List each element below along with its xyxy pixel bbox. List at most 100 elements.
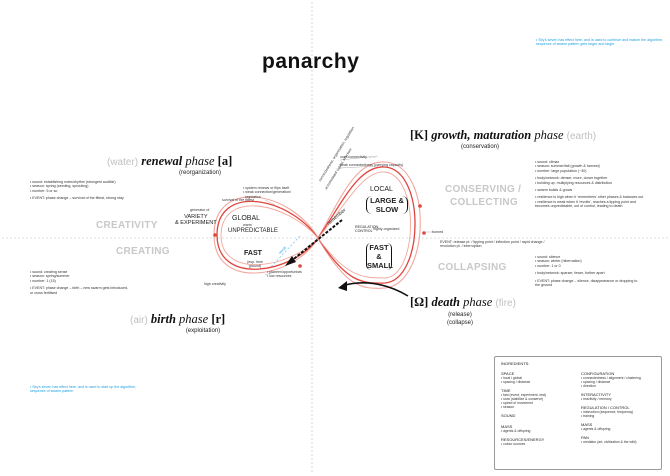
legend-heading: MASS (581, 422, 593, 427)
birth-word: phase (179, 312, 209, 326)
legend-heading: INTERACTIVITY (581, 392, 612, 397)
page-title: panarchy (262, 50, 360, 73)
loop-fast-note: (esp. time ground) (247, 260, 263, 269)
death-note: • body/network: sparser, fewer, further … (535, 271, 605, 276)
legend-item: • spacing / distance (581, 380, 611, 384)
growth-note: • season: summer/fall (growth & harvest) (535, 164, 600, 169)
death-notes: • sound: silence • season: winter (hiber… (535, 255, 663, 287)
legend-heading: CONFIGURATION (581, 371, 615, 376)
renewal-bracket: [a] (217, 154, 233, 168)
legend-item: • colour sources (501, 442, 526, 446)
growth-bracket: [K] (410, 128, 429, 142)
legend-item: • reactivity / memory (581, 397, 612, 401)
renewal-word: phase (185, 154, 215, 168)
death-word: phase (463, 295, 493, 309)
loop-warm: warm (243, 223, 252, 227)
label-creating: CREATING (116, 246, 170, 257)
growth-note: • building up, multiplying resources & d… (535, 180, 613, 185)
birth-note: • EVENT: phase change – birth – new swar… (30, 286, 129, 291)
legend-item: • spacing / distance (501, 380, 531, 384)
loop-fast-small: FAST & SMALL (366, 243, 393, 270)
renewal-note: • sound: establishing notes/rhythm (stro… (30, 180, 116, 184)
legend-item: • connectedness / alignment / clustering (581, 376, 641, 380)
leader-pioneer (264, 271, 276, 276)
birth-note: • season: spring/summer (30, 274, 70, 279)
birth-element: (air) (130, 315, 148, 326)
birth-note: or cross fertilised (30, 290, 58, 295)
growth-phase-heading: [K] growth, maturation phase (earth) (410, 128, 596, 143)
legend-heading: RESOURCES/ENERGY (501, 437, 545, 442)
death-sub-collapse: (collapse) (446, 320, 473, 326)
loop-stroke-outer (213, 161, 421, 289)
loop-generator: generator of (190, 208, 210, 212)
death-note: • sound: silence (535, 255, 561, 259)
loop-local: LOCAL (370, 186, 393, 193)
loop-regulation: REGULATION CONTROL (355, 225, 379, 233)
legend-heading: PAN (581, 435, 589, 440)
legend-item: • agents & offspring (581, 427, 611, 431)
birth-phase-heading: (air) birth phase [r] (130, 312, 225, 327)
legend-item: • instruction (sequence, frequency) (581, 410, 634, 414)
growth-note: • body/network: denser, more, closer tog… (535, 176, 608, 181)
marker-birth (298, 264, 302, 268)
loop-high-creativity: high creativity (204, 282, 226, 286)
renewal-note: • EVENT: phase change – survival of the … (30, 196, 124, 201)
death-event: EVENT: release pt. / tipping point / inf… (440, 240, 545, 249)
loop-variety: VARIETY & EXPERIMENT (175, 214, 217, 227)
death-note: • season: winter (hibernation) (535, 259, 582, 264)
death-note: • EVENT: phase change – silence, disappe… (535, 278, 638, 283)
legend-item: • training (581, 414, 595, 418)
death-note: • number: 1 or 0 (535, 263, 561, 268)
loop-stroke-inner (220, 171, 411, 279)
legend-item: • mediator (art, civilization & the wild… (581, 440, 637, 444)
legend-title: INGREDIENTS: (501, 361, 530, 366)
growth-note: • swarm builds & grows (535, 188, 573, 193)
growth-note: • resilience is weak when it 'revolts', … (535, 199, 636, 204)
death-bracket: [Ω] (410, 295, 429, 309)
loop-over-connectivity: over-connectivity → ... (340, 155, 376, 159)
adaptive-cycle-loop (213, 161, 421, 289)
renewal-notes: • sound: establishing notes/rhythm (stro… (30, 180, 150, 201)
legend-item: • direction (581, 384, 596, 388)
birth-sub: (exploitation) (185, 328, 221, 334)
loop-survival: survival of the fittest (222, 198, 254, 202)
top-right-note: • Sky's seven has effect here, and is us… (536, 38, 663, 47)
legend-item: • agents & offspring (501, 429, 531, 433)
legend-item: • speed of movement (501, 401, 533, 405)
marker-growth (418, 204, 422, 208)
legend-heading: TIME (501, 388, 511, 393)
loop-global: GLOBAL (232, 215, 261, 222)
collapse-arrowhead (338, 281, 347, 291)
label-conserving: CONSERVING / (445, 184, 522, 195)
growth-element: (earth) (566, 131, 597, 142)
loop-stroke-mid (216, 166, 416, 284)
legend-item: • slow (stabilize & conserve) (501, 397, 544, 401)
legend-heading: SOUND (501, 413, 516, 418)
loop-peak-connectedness: peak connectedness (carrying capacity) (340, 163, 404, 167)
renewal-phase-heading: (water) renewal phase [a] (107, 154, 232, 169)
remember-arrow (289, 219, 343, 263)
legend-right-column: CONFIGURATION • connectedness / alignmen… (581, 371, 659, 444)
birth-bracket: [r] (211, 312, 226, 326)
death-phase-heading: [Ω] death phase (fire) (410, 295, 516, 310)
legend-item: • local / global (501, 376, 522, 380)
loop-pioneer: • pioneer/opportunists • low resources (267, 270, 302, 279)
legend-heading: MASS (501, 424, 513, 429)
renewal-element: (water) (107, 157, 139, 168)
birth-note: • number: 1 (15) (30, 278, 56, 283)
growth-note: • resilience is high when it 'remembers'… (535, 195, 644, 200)
growth-word: phase (534, 128, 564, 142)
loop-fast-top: FAST (244, 250, 262, 257)
growth-note: • number: large population (~30) (535, 168, 587, 173)
birth-note: • sound: creating sense (30, 270, 68, 274)
death-sub-release: (release) (448, 312, 472, 318)
death-name: death (431, 295, 460, 309)
legend-item: • season (501, 405, 515, 409)
remember-arrowhead (285, 256, 296, 266)
death-element: (fire) (495, 298, 516, 309)
leader-system (264, 199, 276, 206)
birth-notes: • sound: creating sense • season: spring… (30, 270, 150, 295)
bottom-left-note: • Sky's seven has effect here, and is us… (30, 385, 137, 394)
legend-item: • fast (event, experiment, test) (501, 393, 547, 397)
